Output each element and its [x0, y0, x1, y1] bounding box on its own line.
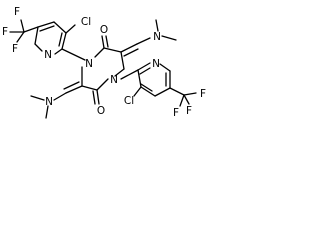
bond: [92, 90, 96, 105]
bond: [34, 26, 39, 45]
bond: [137, 69, 142, 88]
atom-label-cl: Cl: [124, 95, 134, 107]
bond: [39, 25, 55, 32]
bond: [133, 86, 142, 97]
bond: [139, 67, 151, 75]
bond: [53, 92, 67, 101]
bond: [34, 43, 43, 52]
bond: [61, 32, 67, 50]
bond: [154, 87, 171, 97]
atom-label-n-pyridine: N: [152, 58, 160, 70]
bond: [159, 63, 171, 72]
bond: [63, 81, 80, 90]
bond: [179, 94, 185, 107]
atom-label-n-piperazine: N: [110, 74, 118, 86]
bond: [81, 85, 98, 91]
bond: [96, 89, 100, 105]
bond: [54, 48, 63, 55]
atom-label-n-pyridine: N: [44, 49, 52, 61]
bond: [140, 83, 153, 92]
bond: [183, 94, 190, 105]
bond: [137, 62, 151, 71]
bonds: [9, 19, 197, 119]
bond: [101, 35, 105, 49]
bond: [23, 26, 39, 33]
atom-label-f: F: [12, 43, 18, 55]
atom-label-f: F: [173, 107, 179, 119]
bond: [58, 32, 63, 47]
bond: [123, 48, 139, 57]
bond: [61, 48, 86, 61]
atom-label-n-piperazine: N: [85, 58, 93, 70]
bond: [96, 78, 109, 91]
atom-label-f: F: [200, 88, 206, 100]
bond: [120, 51, 125, 70]
bond: [161, 35, 177, 41]
atom-label-n-dimethyl: N: [45, 96, 53, 108]
bond: [169, 87, 185, 96]
bond: [65, 24, 76, 34]
bond: [183, 92, 197, 96]
bond: [103, 47, 122, 53]
atom-label-n-dimethyl: N: [153, 31, 161, 43]
bond: [105, 35, 109, 48]
atom-label-f: F: [186, 105, 192, 117]
bond: [136, 37, 151, 45]
bond: [120, 43, 138, 53]
bond: [45, 105, 49, 119]
atom-label-cl: Cl: [81, 16, 91, 28]
bond: [94, 47, 105, 58]
bond: [53, 21, 67, 34]
bond: [16, 31, 25, 43]
atom-label-o: O: [100, 24, 108, 36]
bond: [30, 95, 45, 101]
chemical-structure: F F F Cl N N O N N N O N Cl F F F: [2, 6, 206, 119]
bond: [140, 86, 156, 97]
bond: [114, 68, 125, 77]
bond: [120, 69, 139, 80]
atom-label-f: F: [14, 6, 20, 18]
bond: [37, 21, 55, 28]
bond: [20, 19, 25, 33]
atom-label-o: O: [97, 105, 105, 117]
bond: [155, 19, 159, 32]
atom-label-f: F: [2, 26, 8, 38]
bond: [65, 85, 83, 94]
atom-labels: F F F Cl N N O N N N O N Cl F F F: [2, 6, 206, 119]
